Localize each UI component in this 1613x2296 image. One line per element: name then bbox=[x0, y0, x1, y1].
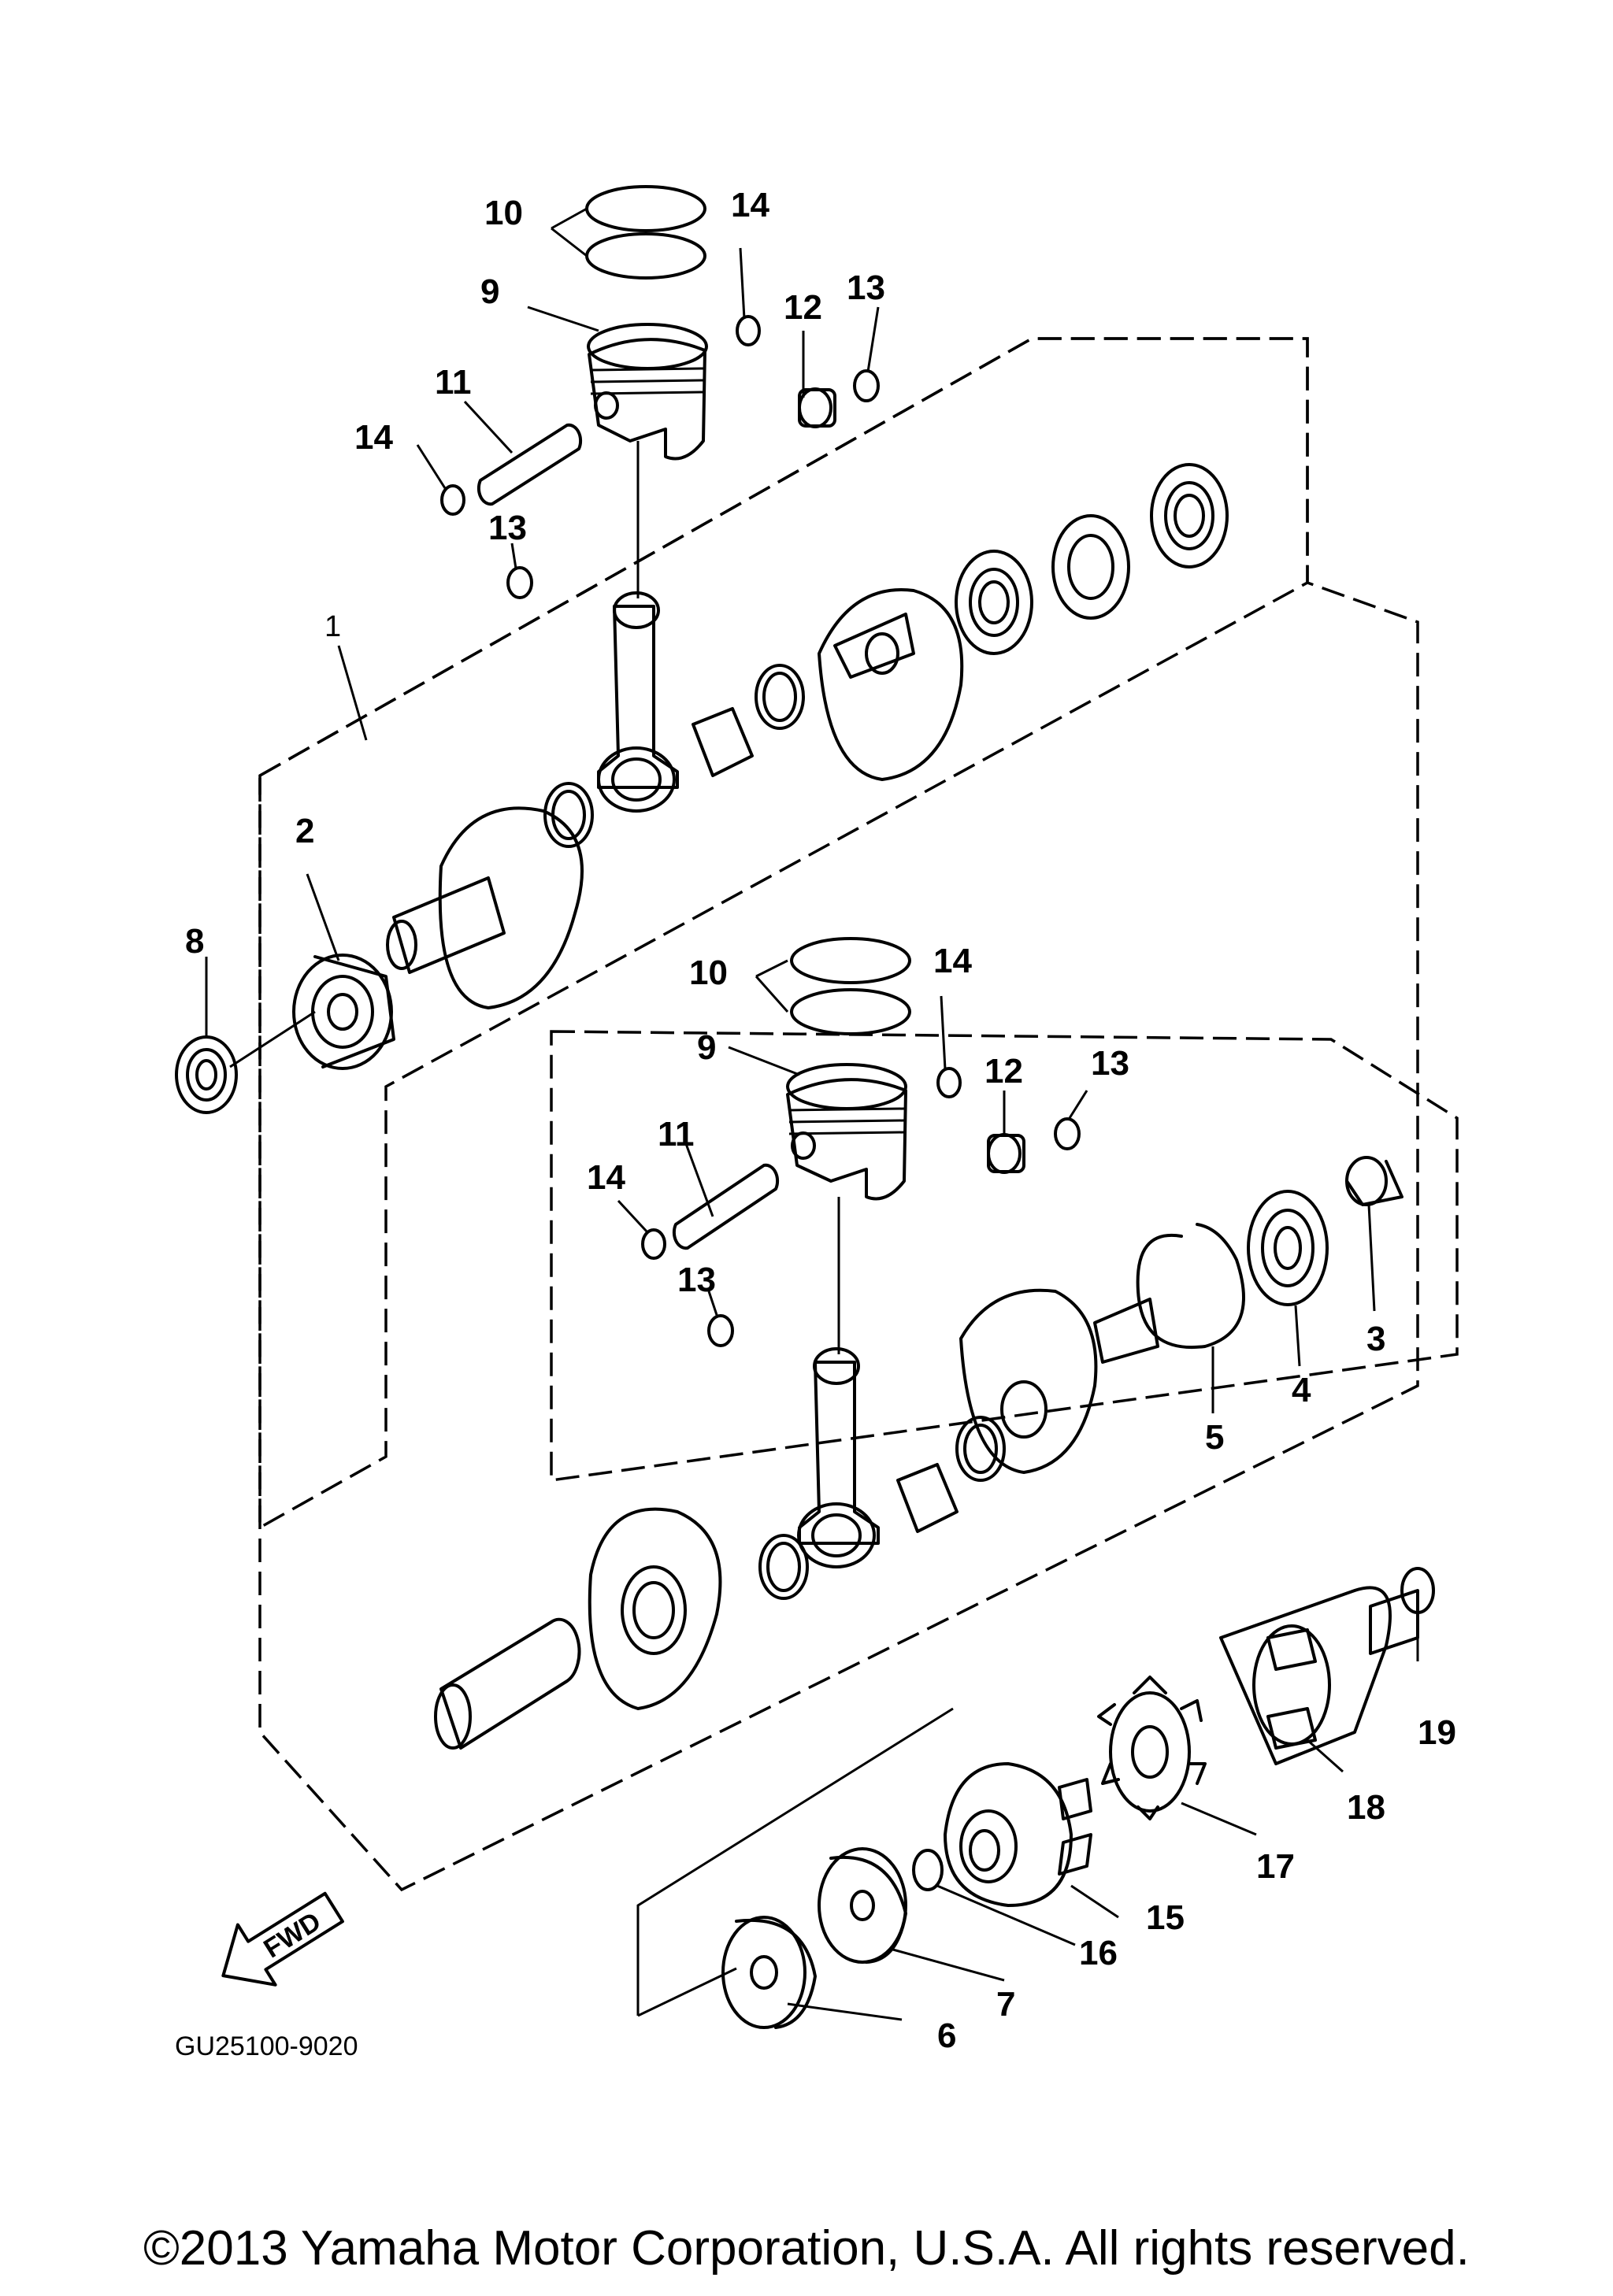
washer-lower-13c bbox=[1054, 1117, 1081, 1150]
piston-ring-lower-1 bbox=[790, 937, 911, 984]
callout-11-lower: 11 bbox=[658, 1115, 695, 1154]
crank-web-upper-right bbox=[818, 588, 964, 781]
upper-piston-group bbox=[440, 185, 880, 599]
callout-1: 1 bbox=[324, 610, 341, 643]
crank-web-lower-left bbox=[588, 1507, 722, 1710]
piston-lower bbox=[786, 1078, 907, 1201]
drive-group-bracket bbox=[636, 1707, 954, 2016]
callout-12-lower: 12 bbox=[984, 1052, 1023, 1091]
callout-6: 6 bbox=[937, 2016, 956, 2055]
callout-18: 18 bbox=[1347, 1788, 1385, 1827]
crankpin-lower bbox=[434, 1617, 581, 1750]
callout-5: 5 bbox=[1205, 1418, 1224, 1457]
piston-upper bbox=[588, 338, 706, 461]
leader-lines bbox=[205, 207, 1419, 2021]
callout-labels: 1 2 3 4 5 6 7 8 9 9 10 10 11 11 12 12 13… bbox=[185, 186, 1456, 2055]
callout-14-upper-right: 14 bbox=[731, 186, 769, 224]
callout-17: 17 bbox=[1256, 1847, 1295, 1886]
drive-group bbox=[636, 1567, 1435, 2029]
callout-10-upper: 10 bbox=[484, 194, 523, 232]
callout-14-upper-left: 14 bbox=[354, 418, 393, 457]
coupling-18 bbox=[1219, 1586, 1419, 1765]
fwd-arrow: FWD bbox=[221, 1891, 344, 1987]
callout-14-lower-left: 14 bbox=[587, 1158, 625, 1197]
callout-19: 19 bbox=[1418, 1713, 1456, 1752]
callout-4: 4 bbox=[1292, 1371, 1311, 1409]
callout-2: 2 bbox=[295, 812, 314, 850]
snap-ring-5 bbox=[1136, 1223, 1245, 1350]
piston-ring-lower-2 bbox=[790, 988, 911, 1035]
callout-13-lower-right: 13 bbox=[1091, 1044, 1129, 1083]
circlip-upper-right bbox=[736, 315, 761, 346]
seal-upper bbox=[1051, 514, 1130, 620]
needle-bearing-lower bbox=[987, 1133, 1025, 1174]
circlip-lower-right bbox=[936, 1067, 962, 1098]
connecting-rod-lower bbox=[798, 1361, 880, 1545]
diagram-code: GU25100-9020 bbox=[175, 2031, 358, 2061]
lower-piston-group bbox=[641, 937, 1081, 1354]
callout-15: 15 bbox=[1146, 1898, 1185, 1937]
callout-11-upper: 11 bbox=[435, 363, 472, 402]
copyright-notice: ©2013 Yamaha Motor Corporation, U.S.A. A… bbox=[143, 2221, 1470, 2276]
callout-9-upper: 9 bbox=[480, 272, 499, 311]
plate-7 bbox=[818, 1847, 907, 1964]
callout-13-upper-left: 13 bbox=[488, 509, 527, 547]
piston-pin-upper bbox=[476, 423, 583, 506]
circlip-lower-left bbox=[641, 1228, 666, 1260]
bearing-2 bbox=[292, 954, 395, 1070]
circlip-upper-left bbox=[440, 484, 465, 516]
piston-pin-lower bbox=[672, 1163, 780, 1250]
crankshaft-assembly-outline bbox=[258, 337, 1419, 1892]
washer-16 bbox=[912, 1849, 944, 1891]
callout-7: 7 bbox=[996, 1985, 1015, 2024]
bearing-upper-2 bbox=[1150, 463, 1229, 568]
crankshaft-assembly-outline-upper bbox=[258, 337, 1309, 1530]
connecting-rod-upper bbox=[597, 605, 679, 789]
lower-crank-section-outline bbox=[550, 1030, 1459, 1483]
callout-16: 16 bbox=[1079, 1934, 1118, 1972]
piston-ring-upper-2 bbox=[585, 232, 706, 280]
callout-8: 8 bbox=[185, 922, 204, 961]
callout-14-lower-right: 14 bbox=[933, 942, 972, 980]
callout-13-upper-right: 13 bbox=[847, 268, 885, 307]
plate-6 bbox=[721, 1916, 817, 2029]
callout-12-upper: 12 bbox=[784, 288, 822, 327]
damper-17 bbox=[1097, 1676, 1207, 1820]
crank-web-left bbox=[386, 806, 584, 1009]
callout-3: 3 bbox=[1366, 1320, 1385, 1358]
bearing-4 bbox=[1247, 1190, 1329, 1306]
oil-seal-8 bbox=[175, 1035, 238, 1114]
lower-crank-section bbox=[434, 1156, 1403, 1750]
piston-ring-upper-1 bbox=[585, 185, 706, 232]
washer-upper-13a bbox=[853, 369, 880, 402]
bearing-upper-1 bbox=[955, 550, 1033, 655]
callout-10-lower: 10 bbox=[689, 954, 728, 992]
upper-crank-section bbox=[175, 463, 1229, 1114]
crank-web-lower-right bbox=[959, 1288, 1098, 1474]
washer-upper-13b bbox=[506, 566, 533, 599]
collar-3 bbox=[1345, 1156, 1403, 1206]
needle-bearing-upper bbox=[798, 387, 836, 428]
callout-13-lower-left: 13 bbox=[677, 1261, 716, 1299]
coupling-15 bbox=[944, 1762, 1092, 1907]
callout-9-lower: 9 bbox=[697, 1028, 716, 1067]
washer-lower-13d bbox=[707, 1314, 734, 1347]
